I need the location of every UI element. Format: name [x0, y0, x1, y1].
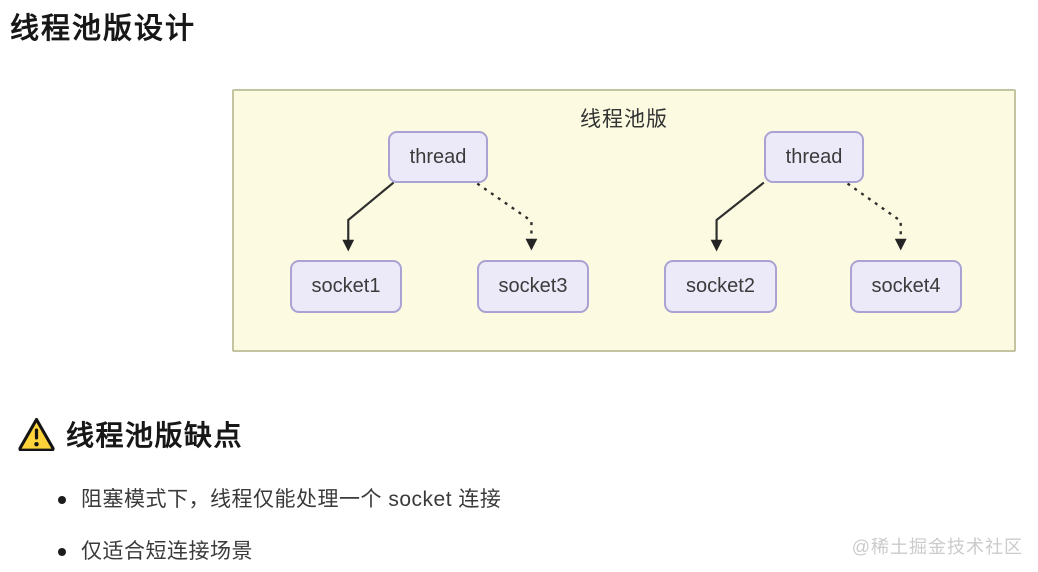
node-socket4: socket4: [850, 260, 962, 313]
diagram-title: 线程池版: [580, 108, 668, 131]
node-thread-1: thread: [388, 131, 488, 183]
warning-heading: 线程池版缺点: [18, 414, 243, 454]
warning-triangle-icon: [18, 417, 55, 451]
node-socket2: socket2: [664, 260, 777, 313]
edge-thread1-socket3: [476, 182, 538, 251]
thread-pool-diagram: 线程池版 thread thread socket1 socket3 socke…: [232, 89, 1016, 352]
warning-bullet-list: 阻塞模式下，线程仅能处理一个 socket 连接 仅适合短连接场景: [56, 487, 501, 572]
warning-title: 线程池版缺点: [66, 420, 244, 451]
edge-thread2-socket4: [846, 182, 907, 251]
warning-bullet-item: 仅适合短连接场景: [56, 539, 501, 565]
warning-bullet-item: 阻塞模式下，线程仅能处理一个 socket 连接: [56, 487, 501, 513]
watermark: @稀土掘金技术社区: [851, 537, 1023, 557]
edge-thread1-socket1: [342, 181, 395, 252]
node-thread-2: thread: [764, 131, 864, 183]
page-title: 线程池版设计: [10, 13, 197, 45]
node-socket1: socket1: [290, 260, 402, 313]
diagram-edges: [342, 181, 907, 252]
edge-thread2-socket2: [710, 181, 765, 252]
node-socket3: socket3: [477, 260, 589, 313]
